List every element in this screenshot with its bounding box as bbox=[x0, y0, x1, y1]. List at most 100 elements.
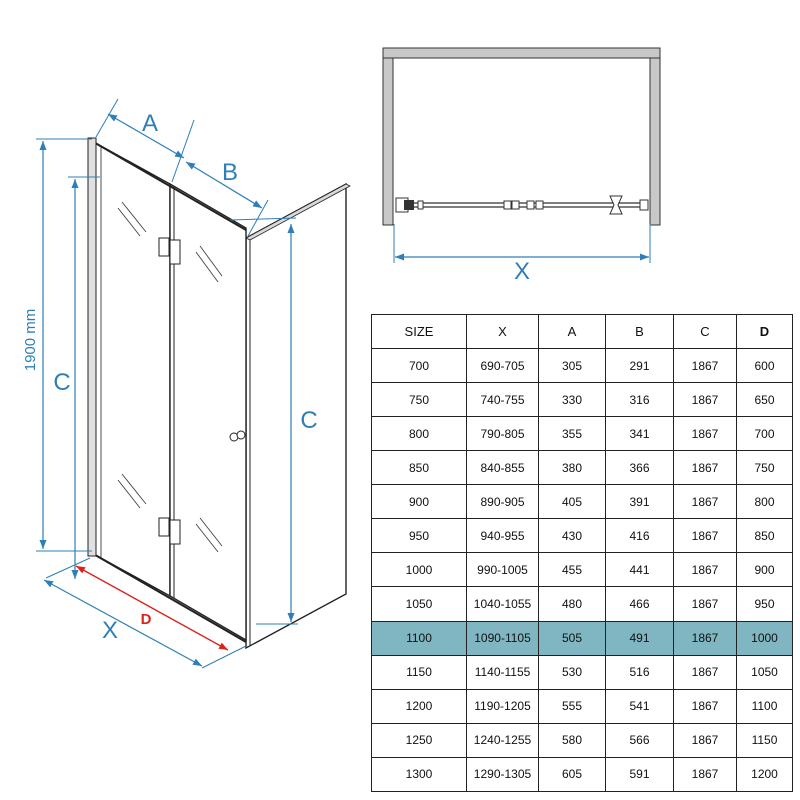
door-knob-icon bbox=[229, 430, 246, 442]
label-height: 1900 mm bbox=[22, 309, 39, 372]
cell-x: 1240-1255 bbox=[466, 722, 539, 758]
hinge-top-icon bbox=[158, 237, 181, 265]
cell-d: 650 bbox=[736, 382, 793, 418]
header-c: C bbox=[673, 314, 737, 349]
top-view-wall-back bbox=[382, 47, 661, 59]
cell-a: 305 bbox=[538, 347, 606, 384]
cell-a: 405 bbox=[538, 484, 606, 520]
cell-x: 1290-1305 bbox=[466, 756, 539, 793]
door-panel-left bbox=[89, 138, 171, 598]
hinge-bottom-icon bbox=[158, 517, 181, 545]
label-x: X bbox=[102, 617, 118, 644]
table-header-row: SIZE X A B C D bbox=[371, 314, 793, 349]
header-d: D bbox=[736, 314, 793, 349]
cell-size: 1300 bbox=[371, 756, 467, 793]
cell-b: 591 bbox=[605, 756, 674, 793]
cell-d: 800 bbox=[736, 484, 793, 520]
cell-size: 1050 bbox=[371, 586, 467, 622]
top-view-wall-left bbox=[382, 57, 394, 226]
cell-b: 291 bbox=[605, 347, 674, 384]
cell-size: 700 bbox=[371, 347, 467, 384]
cell-b: 391 bbox=[605, 484, 674, 520]
cell-b: 341 bbox=[605, 416, 674, 452]
dimension-b bbox=[185, 161, 263, 209]
side-glass-panel bbox=[245, 182, 347, 650]
cell-b: 316 bbox=[605, 382, 674, 418]
cell-b: 366 bbox=[605, 450, 674, 486]
cell-d: 600 bbox=[736, 347, 793, 384]
dimension-a bbox=[107, 113, 185, 159]
cell-size: 850 bbox=[371, 450, 467, 486]
cell-x: 790-805 bbox=[466, 416, 539, 452]
cell-a: 455 bbox=[538, 552, 606, 588]
cell-c: 1867 bbox=[673, 688, 737, 724]
cell-a: 530 bbox=[538, 654, 606, 690]
cell-b: 491 bbox=[605, 620, 674, 656]
cell-c: 1867 bbox=[673, 450, 737, 486]
cell-x: 690-705 bbox=[466, 347, 539, 384]
cell-c: 1867 bbox=[673, 654, 737, 690]
label-c-left: C bbox=[53, 369, 70, 396]
label-d: D bbox=[141, 611, 152, 628]
cell-b: 416 bbox=[605, 518, 674, 554]
cell-c: 1867 bbox=[673, 347, 737, 384]
cell-d: 1150 bbox=[736, 722, 793, 758]
cell-x: 990-1005 bbox=[466, 552, 539, 588]
cell-size: 950 bbox=[371, 518, 467, 554]
cell-x: 940-955 bbox=[466, 518, 539, 554]
cell-b: 566 bbox=[605, 722, 674, 758]
cell-size: 1250 bbox=[371, 722, 467, 758]
label-c-right: C bbox=[300, 407, 317, 434]
cell-size: 1000 bbox=[371, 552, 467, 588]
cell-c: 1867 bbox=[673, 552, 737, 588]
cell-b: 516 bbox=[605, 654, 674, 690]
top-view-wall-right bbox=[649, 57, 661, 226]
cell-a: 380 bbox=[538, 450, 606, 486]
cell-c: 1867 bbox=[673, 518, 737, 554]
header-x: X bbox=[466, 314, 539, 349]
label-a: A bbox=[142, 110, 158, 137]
cell-x: 1140-1155 bbox=[466, 654, 539, 690]
cell-c: 1867 bbox=[673, 620, 737, 656]
cell-size: 750 bbox=[371, 382, 467, 418]
cell-c: 1867 bbox=[673, 416, 737, 452]
cell-c: 1867 bbox=[673, 382, 737, 418]
cell-d: 900 bbox=[736, 552, 793, 588]
cell-size: 900 bbox=[371, 484, 467, 520]
cell-a: 355 bbox=[538, 416, 606, 452]
header-a: A bbox=[538, 314, 606, 349]
cell-x: 740-755 bbox=[466, 382, 539, 418]
label-b: B bbox=[222, 159, 238, 186]
door-panel-right bbox=[169, 182, 247, 642]
cell-d: 750 bbox=[736, 450, 793, 486]
cell-size: 1200 bbox=[371, 688, 467, 724]
top-view: X bbox=[382, 47, 661, 285]
cell-b: 541 bbox=[605, 688, 674, 724]
cell-size: 1100 bbox=[371, 620, 467, 656]
cell-x: 1090-1105 bbox=[466, 620, 539, 656]
cell-c: 1867 bbox=[673, 484, 737, 520]
cell-c: 1867 bbox=[673, 722, 737, 758]
cell-size: 1150 bbox=[371, 654, 467, 690]
cell-a: 580 bbox=[538, 722, 606, 758]
cell-a: 430 bbox=[538, 518, 606, 554]
cell-a: 555 bbox=[538, 688, 606, 724]
header-size: SIZE bbox=[371, 314, 467, 349]
cell-x: 1190-1205 bbox=[466, 688, 539, 724]
glass-reflection-marks bbox=[117, 201, 223, 553]
cell-x: 890-905 bbox=[466, 484, 539, 520]
cell-x: 840-855 bbox=[466, 450, 539, 486]
cell-d: 850 bbox=[736, 518, 793, 554]
cell-b: 441 bbox=[605, 552, 674, 588]
